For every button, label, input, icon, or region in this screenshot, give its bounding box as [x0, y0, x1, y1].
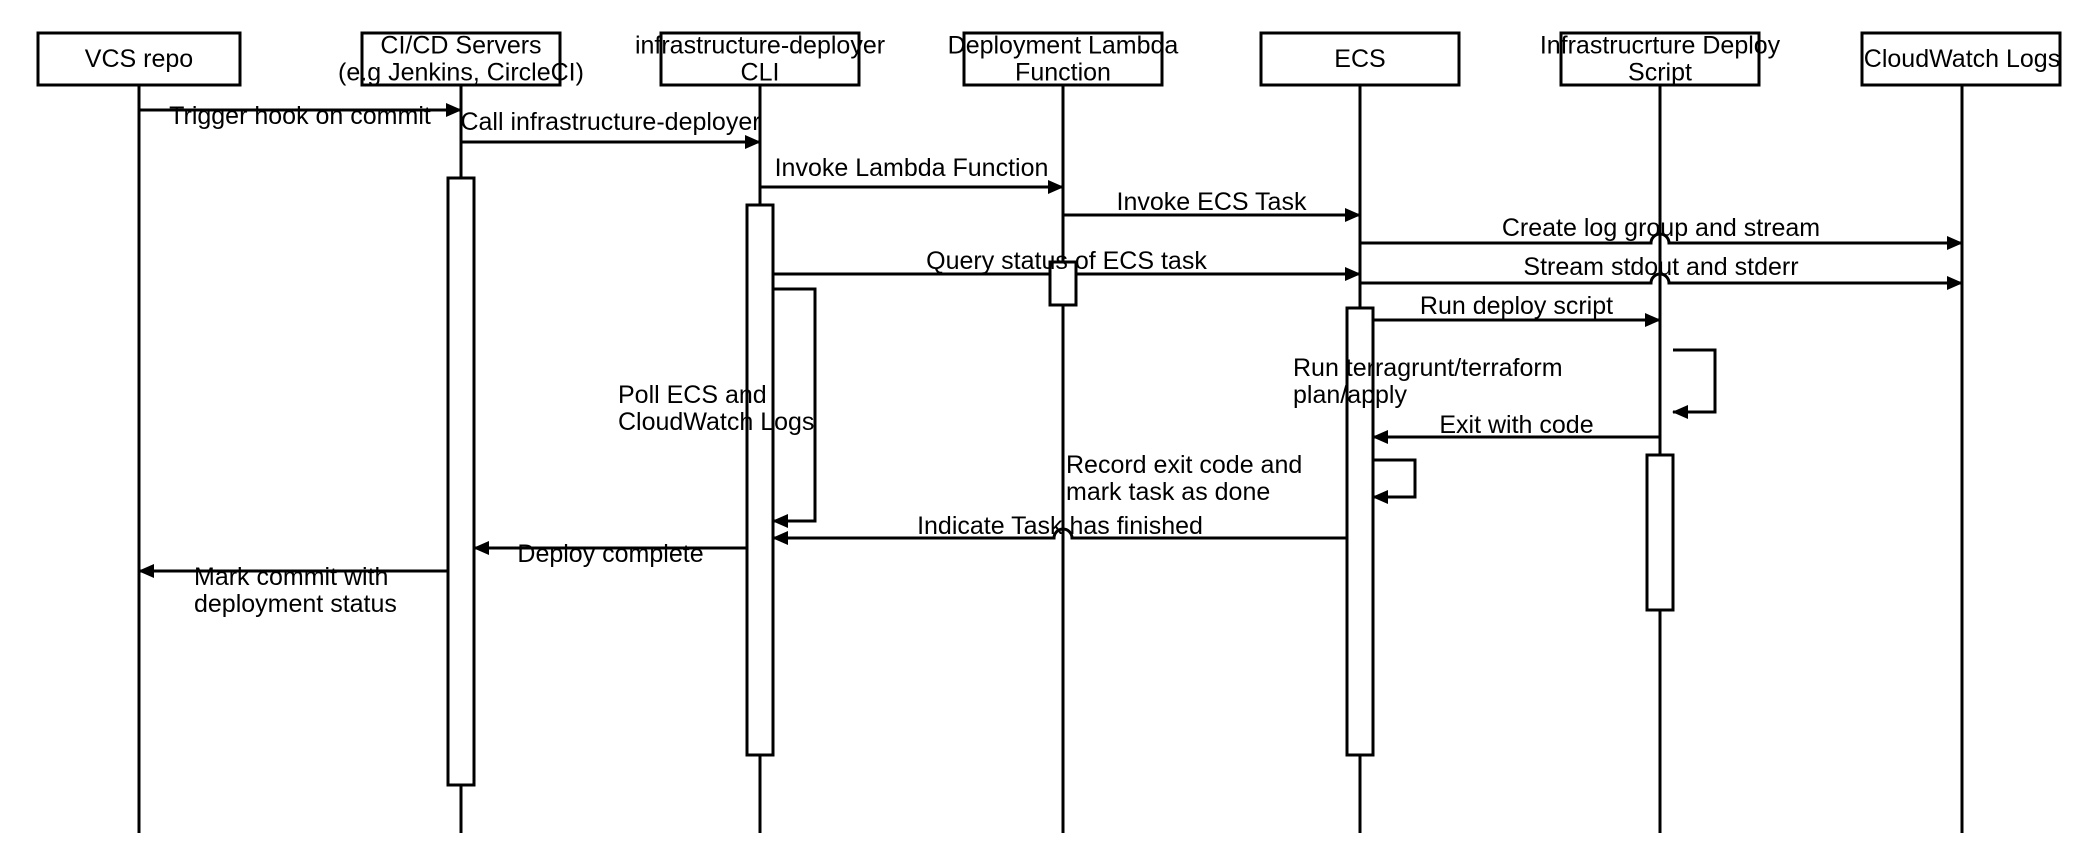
message-arrow-m7[interactable] [1360, 272, 1963, 290]
activations-group [446, 176, 1675, 787]
message-label-m8: Run deploy script [1420, 292, 1613, 320]
message-label-m11: Deploy complete [517, 540, 703, 568]
self-message-label-s2: Run terragrunt/terraform [1293, 354, 1563, 382]
labels-group: Trigger hook on commit Call infrastructur… [169, 102, 1820, 618]
participant-label-cicd: (e.g Jenkins, CircleCI) [338, 59, 584, 87]
message-arrow-m5[interactable] [1360, 232, 1963, 250]
participant-box-cli[interactable] [659, 31, 861, 87]
participant-label-cicd: CI/CD Servers [380, 32, 541, 60]
participant-box-cwlogs[interactable] [1860, 31, 2062, 87]
self-message-label-s1: CloudWatch Logs [618, 408, 814, 436]
message-label-m12: Mark commit with [194, 563, 388, 591]
participant-label-vcs: VCS repo [85, 45, 193, 73]
self-message-s2[interactable] [1672, 348, 1717, 419]
participant-box-script[interactable] [1559, 31, 1761, 87]
message-label-m1: Trigger hook on commit [169, 102, 431, 130]
message-label-m9: Exit with code [1439, 411, 1593, 439]
message-label-m3: Invoke Lambda Function [775, 154, 1049, 182]
message-label-m6: Query status of ECS task [926, 247, 1207, 275]
participant-box-vcs[interactable] [36, 31, 242, 87]
message-label-m4: Invoke ECS Task [1117, 188, 1307, 216]
participant-box-lambda[interactable] [962, 31, 1164, 87]
self-message-label-s3: mark task as done [1066, 478, 1270, 506]
participant-label-script: Script [1628, 59, 1692, 87]
message-label-m2: Call infrastructure-deployer [460, 108, 760, 136]
messages-group [138, 103, 1963, 578]
participant-label-script: Infrastrucrture Deploy [1540, 32, 1781, 60]
participant-label-cli: infrastructure-deployer [635, 32, 885, 60]
participant-box-cicd[interactable] [360, 31, 562, 87]
participant-boxes-group: VCS repo CI/CD Servers(e.g Jenkins, Circl… [36, 31, 2062, 87]
self-message-label-s1: Poll ECS and [618, 381, 767, 409]
activation-bar-script[interactable] [1645, 453, 1675, 612]
participant-label-lambda: Deployment Lambda [948, 32, 1179, 60]
self-message-s1[interactable] [772, 287, 817, 528]
activation-bar-cli[interactable] [745, 203, 775, 757]
self-message-s3[interactable] [1372, 458, 1417, 504]
message-label-m12: deployment status [194, 590, 397, 618]
activation-bar-lambda[interactable] [1048, 260, 1078, 307]
participant-label-lambda: Function [1015, 59, 1111, 87]
activation-bar-ecs[interactable] [1345, 306, 1375, 757]
self-message-label-s3: Record exit code and [1066, 451, 1302, 479]
activation-bar-cicd[interactable] [446, 176, 476, 787]
participant-label-cwlogs: CloudWatch Logs [1864, 45, 2060, 73]
message-arrow-m10[interactable] [772, 527, 1347, 545]
lifelines-group [137, 85, 1964, 833]
message-label-m7: Stream stdout and stderr [1523, 253, 1798, 281]
participant-label-cli: CLI [741, 59, 780, 87]
participant-label-ecs: ECS [1334, 45, 1385, 73]
self-message-label-s2: plan/apply [1293, 381, 1407, 409]
self-messages-group [772, 287, 1717, 528]
message-label-m10: Indicate Task has finished [917, 512, 1203, 540]
message-label-m5: Create log group and stream [1502, 214, 1820, 242]
participant-box-ecs[interactable] [1259, 31, 1461, 87]
